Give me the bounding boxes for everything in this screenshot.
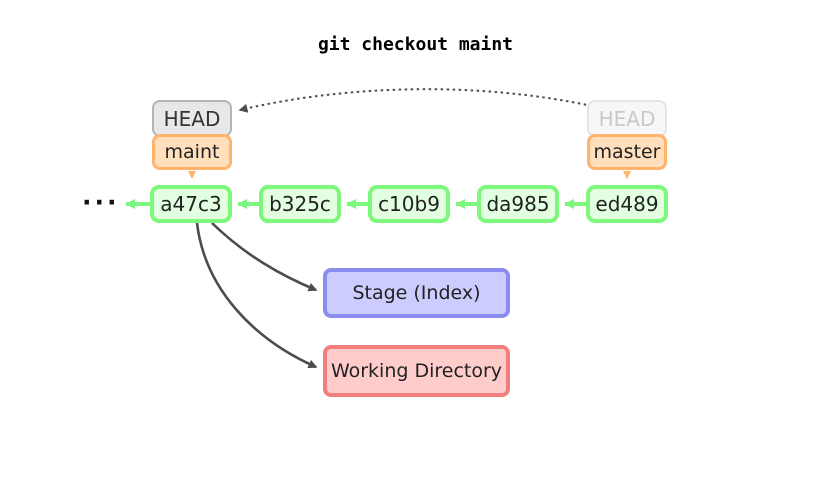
working-directory-box: Working Directory [323,345,510,397]
commit-label: b325c [269,192,331,216]
checkout-to-stage-arrow [211,222,318,292]
diagram-title: git checkout maint [317,34,514,55]
head-box-current: HEAD [152,100,232,137]
commit-label: da985 [486,192,550,216]
commit-node-da985: da985 [477,185,559,223]
checkout-to-working-arrow [195,222,318,369]
branch-box-master: master [587,134,667,170]
stage-index-label: Stage (Index) [352,282,481,304]
history-ellipsis: ··· [82,188,120,217]
commit-node-c10b9: c10b9 [368,185,450,223]
commit-label: c10b9 [378,192,440,216]
stage-index-box: Stage (Index) [323,268,510,318]
head-label: HEAD [163,106,221,131]
commit-label: ed489 [595,192,659,216]
head-move-arrow [238,88,593,113]
working-directory-label: Working Directory [330,360,503,382]
head-box-previous-faded: HEAD [587,100,667,137]
branch-label-maint: maint [164,141,220,163]
branch-label-master: master [593,141,661,163]
commit-node-b325c: b325c [259,185,341,223]
head-label-faded: HEAD [598,106,656,131]
commit-node-ed489: ed489 [586,185,668,223]
commit-node-a47c3: a47c3 [150,185,232,223]
branch-box-maint: maint [152,134,232,170]
commit-label: a47c3 [160,192,222,216]
